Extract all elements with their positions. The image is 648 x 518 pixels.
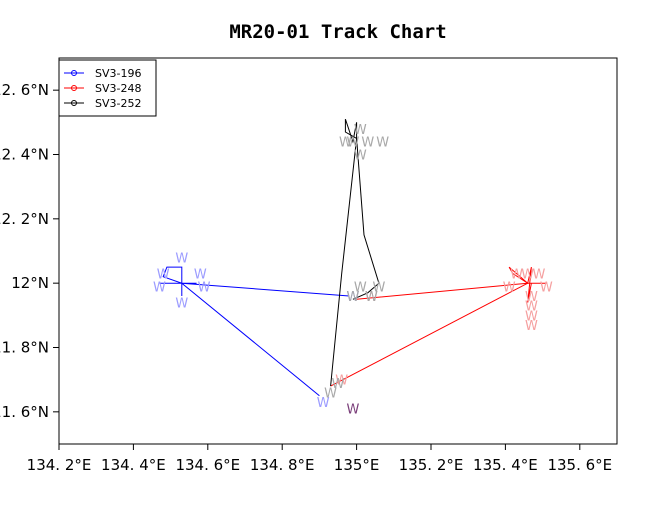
track-point-marker: W (365, 290, 378, 305)
y-axis: 11. 6°N 11. 8°N 12°N 12. 2°N 12. 4°N 12. 6°N (0, 81, 59, 421)
chart-title: MR20-01 Track Chart (229, 21, 446, 43)
y-tick-label: 12. 2°N (0, 210, 49, 228)
track-point-marker: W (317, 396, 330, 411)
y-tick-label: 12°N (11, 274, 49, 292)
track-point-marker: W (361, 136, 374, 151)
x-tick-label: 134. 8°E (250, 456, 315, 474)
track-point-marker: W (354, 123, 367, 138)
y-tick-label: 12. 4°N (0, 146, 49, 164)
track-point-marker: W (157, 268, 170, 283)
x-tick-label: 135. 2°E (399, 456, 464, 474)
track-point-marker: W (198, 280, 211, 295)
track-point-marker: W (525, 309, 538, 324)
legend-label: SV3-196 (95, 67, 141, 80)
track-point-marker: W (346, 136, 359, 151)
x-tick-label: 135°E (334, 456, 380, 474)
legend-swatch-marker (71, 70, 77, 76)
y-tick-label: 12. 6°N (0, 81, 49, 99)
track-point-marker: W (354, 149, 367, 164)
track-point-marker: W (194, 268, 207, 283)
track-point-marker: W (153, 280, 166, 295)
track-point-marker: W (525, 300, 538, 315)
x-tick-label: 135. 6°E (547, 456, 612, 474)
annotation-marker: W (346, 403, 359, 418)
x-tick-label: 134. 6°E (175, 456, 240, 474)
y-tick-label: 11. 6°N (0, 403, 49, 421)
track-point-marker: W (521, 268, 534, 283)
x-tick-label: 135. 4°E (473, 456, 538, 474)
track-point-marker: W (335, 374, 348, 389)
series-line (330, 118, 380, 387)
track-point-marker: W (346, 290, 359, 305)
y-tick-label: 11. 8°N (0, 339, 49, 357)
track-point-marker: W (175, 251, 188, 266)
track-point-marker: W (525, 319, 538, 334)
track-point-marker: W (332, 377, 345, 392)
legend-swatch-marker (71, 85, 77, 91)
track-point-marker: W (339, 136, 352, 151)
track-point-marker: W (354, 280, 367, 295)
x-tick-label: 134. 2°E (27, 456, 92, 474)
plot-frame (58, 57, 618, 445)
legend-swatch-marker (71, 100, 77, 106)
track-point-marker: W (525, 290, 538, 305)
series-line (159, 266, 350, 397)
track-point-marker: W (510, 268, 523, 283)
legend-label: SV3-252 (95, 97, 141, 110)
series-layer (159, 118, 547, 397)
track-point-marker: W (175, 296, 188, 311)
track-point-marker: W (324, 387, 337, 402)
track-point-marker: W (540, 280, 553, 295)
track-point-marker: W (346, 290, 359, 305)
track-point-marker: W (503, 280, 516, 295)
track-point-marker: W (372, 280, 385, 295)
track-point-marker: W (376, 136, 389, 151)
series-line (330, 266, 547, 387)
legend-label: SV3-248 (95, 82, 141, 95)
x-axis: 134. 2°E 134. 4°E 134. 6°E 134. 8°E 135°E 135… (27, 444, 612, 474)
track-point-marker: W (532, 268, 545, 283)
x-tick-label: 134. 4°E (101, 456, 166, 474)
track-point-marker: W (365, 290, 378, 305)
